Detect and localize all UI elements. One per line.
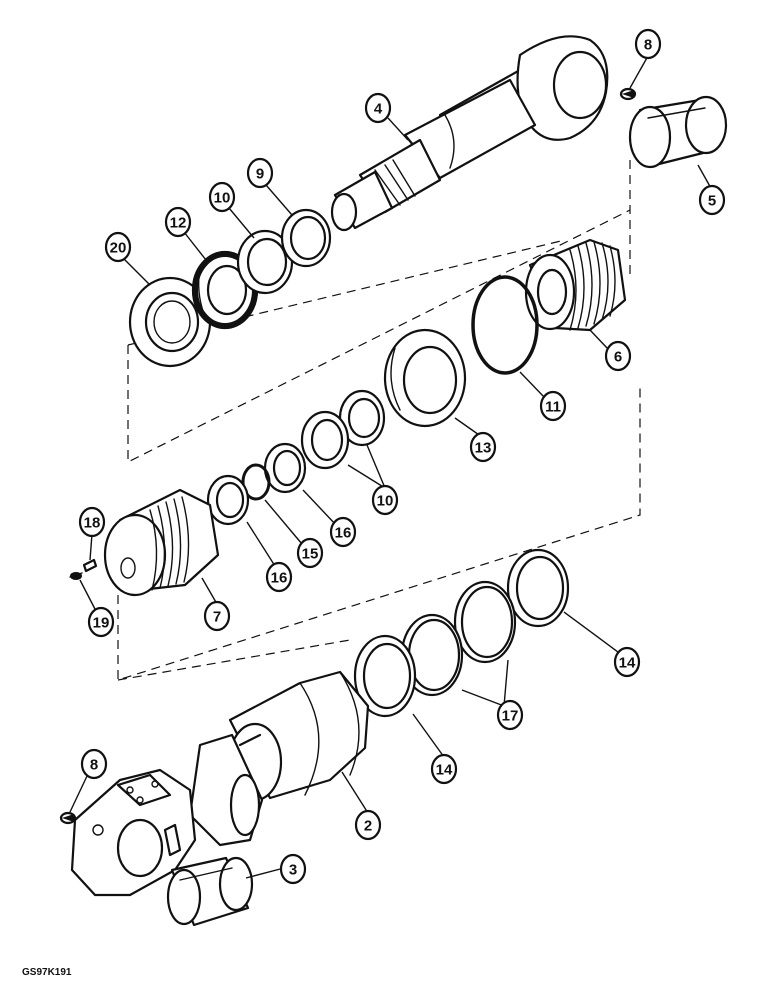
leader-lines: [69, 55, 713, 879]
callout-label: 16: [335, 525, 352, 542]
callout-label: 7: [213, 609, 221, 626]
callout-ring: [430, 753, 458, 785]
callout-label: 14: [436, 762, 453, 779]
callout-label: 14: [619, 655, 636, 672]
callout-ring: [634, 28, 662, 60]
part-dowel-pin: [82, 558, 98, 573]
callout-label: 9: [256, 166, 264, 183]
callout-c5: 5: [698, 184, 726, 216]
callout-label: 6: [614, 349, 622, 366]
callout-ring: [208, 181, 236, 213]
callout-c16-left: 16: [265, 561, 293, 593]
callout-ring: [698, 184, 726, 216]
callout-ring: [371, 484, 399, 516]
callout-ring: [87, 606, 115, 638]
callout-ring: [496, 699, 524, 731]
callout-ring: [364, 92, 392, 124]
assembly-guide-lines: [117, 160, 641, 681]
callout-c7: 7: [203, 600, 231, 632]
callout-layer: 8 4 5 9 10 12 20 6 11 13 10 16 15 16 18 19 7 14 17 14 8 2 3: [78, 28, 726, 885]
reference-code: GS97K191: [22, 967, 72, 978]
part-piston-rings: [353, 548, 570, 718]
callout-c19: 19: [87, 606, 115, 638]
callout-ring: [604, 340, 632, 372]
callout-c16-right: 16: [329, 516, 357, 548]
part-setscrew: [69, 572, 83, 580]
callout-c15: 15: [296, 537, 324, 569]
callout-ring: [469, 431, 497, 463]
callout-label: 18: [84, 515, 101, 532]
callout-label: 8: [644, 37, 652, 54]
part-bushing-bottom: [166, 856, 254, 927]
callout-label: 11: [545, 399, 561, 416]
callout-label: 13: [475, 440, 492, 457]
callout-c18: 18: [78, 506, 106, 538]
part-bushing-top: [628, 95, 728, 169]
callout-c20: 20: [104, 231, 132, 263]
callout-c8-bottom: 8: [80, 748, 108, 780]
callout-c9: 9: [246, 157, 274, 189]
part-grease-fitting-bottom: [59, 811, 77, 825]
part-piston: [103, 488, 220, 597]
callout-ring: [329, 516, 357, 548]
callout-c8-top: 8: [634, 28, 662, 60]
callout-c14-right: 14: [613, 646, 641, 678]
part-o-ring-large: [471, 275, 539, 375]
callout-label: 20: [110, 240, 127, 257]
callout-label: 17: [502, 708, 519, 725]
callout-ring: [203, 600, 231, 632]
callout-c17: 17: [496, 699, 524, 731]
part-lock-ring: [383, 328, 467, 428]
callout-c3: 3: [279, 853, 307, 885]
part-cylinder-base: [70, 733, 264, 897]
callout-ring: [80, 748, 108, 780]
callout-c12: 12: [164, 206, 192, 238]
callout-label: 2: [364, 818, 372, 835]
part-backup-ring: [280, 208, 332, 268]
callout-ring: [78, 506, 106, 538]
callout-c10-top: 10: [208, 181, 236, 213]
part-gland: [524, 238, 627, 332]
part-cylinder-barrel: [227, 670, 370, 802]
callout-label: 8: [90, 757, 98, 774]
callout-label: 3: [289, 862, 297, 879]
callout-ring: [246, 157, 274, 189]
callout-ring: [164, 206, 192, 238]
callout-label: 10: [214, 190, 231, 207]
callout-c10-mid: 10: [371, 484, 399, 516]
callout-ring: [265, 561, 293, 593]
callout-c2: 2: [354, 809, 382, 841]
part-seal-rings-small: [206, 442, 307, 526]
callout-c6: 6: [604, 340, 632, 372]
callout-label: 19: [93, 615, 110, 632]
callout-label: 16: [271, 570, 288, 587]
callout-ring: [613, 646, 641, 678]
part-piston-rod: [330, 35, 609, 232]
callout-c4: 4: [364, 92, 392, 124]
callout-label: 15: [302, 546, 319, 563]
callout-c11: 11: [539, 390, 567, 422]
callout-ring: [104, 231, 132, 263]
callout-ring: [539, 390, 567, 422]
part-wear-rings-mid: [300, 389, 386, 470]
part-wiper-seal: [128, 276, 212, 368]
callout-ring: [354, 809, 382, 841]
callout-label: 4: [374, 101, 383, 118]
callout-c13: 13: [469, 431, 497, 463]
callout-ring: [296, 537, 324, 569]
callout-ring: [279, 853, 307, 885]
part-grease-fitting-top: [619, 87, 637, 101]
callout-label: 12: [170, 215, 187, 232]
callout-c14-left: 14: [430, 753, 458, 785]
callout-label: 10: [377, 493, 394, 510]
callout-label: 5: [708, 193, 716, 210]
